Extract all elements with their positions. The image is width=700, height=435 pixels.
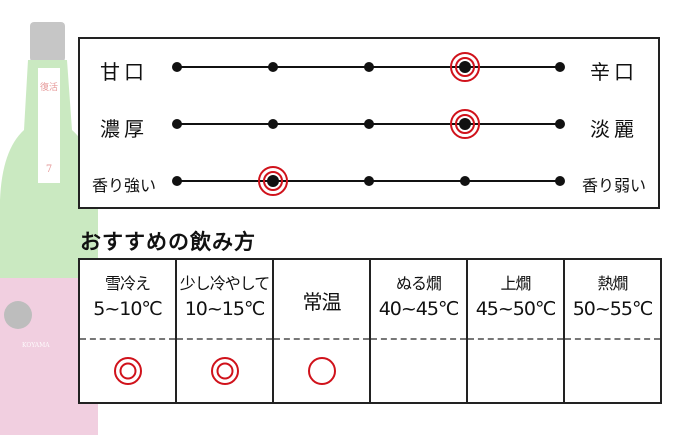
serving-name: 雪冷え — [104, 274, 151, 293]
scale-dot — [460, 176, 470, 186]
scale-dot — [172, 119, 182, 129]
serving-column: 少し冷やして 10~15℃ — [177, 260, 274, 402]
divider — [468, 338, 563, 340]
scale-dot — [555, 176, 565, 186]
bottle-label-title: 復活 — [40, 81, 58, 93]
taste-chart: 甘口 辛口 濃厚 淡麗 香り強い 香り弱い — [78, 37, 660, 209]
serving-column: 雪冷え 5~10℃ — [80, 260, 177, 402]
serving-temp: 10~15℃ — [184, 298, 266, 320]
serving-name: 熱燗 — [597, 274, 628, 293]
rating-marker-dot — [459, 118, 471, 130]
rating-marker-dot — [267, 175, 279, 187]
scale-dot — [555, 62, 565, 72]
circle-icon — [307, 357, 336, 385]
divider — [371, 338, 466, 340]
serving-column: 常温 — [274, 260, 371, 402]
bottle-brand: KOYAMA — [22, 342, 50, 349]
serving-temp: 40~45℃ — [378, 298, 460, 320]
serving-temp: 45~50℃ — [475, 298, 557, 320]
row2-right-label: 淡麗 — [590, 117, 638, 141]
serving-table: 雪冷え 5~10℃ 少し冷やして 10~15℃ 常温 ぬる燗 40~45℃ 上燗 45~50℃ 熱… — [78, 258, 662, 404]
taste-chart-svg — [172, 52, 565, 196]
rating-marker-outer — [258, 166, 288, 196]
divider — [177, 338, 272, 340]
serving-name: ぬる燗 — [395, 274, 442, 293]
rating-marker-inner — [455, 57, 475, 77]
row2-left-label: 濃厚 — [100, 117, 148, 141]
divider — [565, 338, 660, 340]
divider — [80, 338, 175, 340]
rating-marker-outer — [450, 52, 480, 82]
serving-temp: 5~10℃ — [93, 298, 163, 320]
double-circle-icon — [210, 357, 239, 385]
serving-column: ぬる燗 40~45℃ — [371, 260, 468, 402]
serving-name: 常温 — [302, 290, 342, 314]
scale-dot — [364, 119, 374, 129]
scale-dot — [268, 62, 278, 72]
double-circle-icon — [113, 357, 142, 385]
rating-marker-inner — [263, 171, 283, 191]
serving-temp: 50~55℃ — [572, 298, 654, 320]
serving-name: 上燗 — [500, 274, 531, 293]
rating-marker-inner — [455, 114, 475, 134]
scale-dot — [172, 62, 182, 72]
bottle-label-number: 7 — [46, 164, 52, 175]
row3-right-label: 香り弱い — [582, 176, 647, 195]
row1-right-label: 辛口 — [590, 60, 638, 84]
row1-left-label: 甘口 — [100, 60, 148, 84]
sake-bottle-image: 復活 7 KOYAMA — [0, 22, 98, 435]
rating-marker-dot — [459, 61, 471, 73]
scale-dot — [268, 119, 278, 129]
serving-column: 上燗 45~50℃ — [468, 260, 565, 402]
scale-dot — [172, 176, 182, 186]
serving-title: おすすめの飲み方 — [80, 230, 256, 254]
scale-dot — [555, 119, 565, 129]
rating-marker-outer — [450, 109, 480, 139]
serving-column: 熱燗 50~55℃ — [565, 260, 660, 402]
serving-name: 少し冷やして — [179, 274, 271, 293]
scale-dot — [364, 62, 374, 72]
scale-dot — [364, 176, 374, 186]
divider — [274, 338, 369, 340]
row3-left-label: 香り強い — [92, 176, 157, 195]
